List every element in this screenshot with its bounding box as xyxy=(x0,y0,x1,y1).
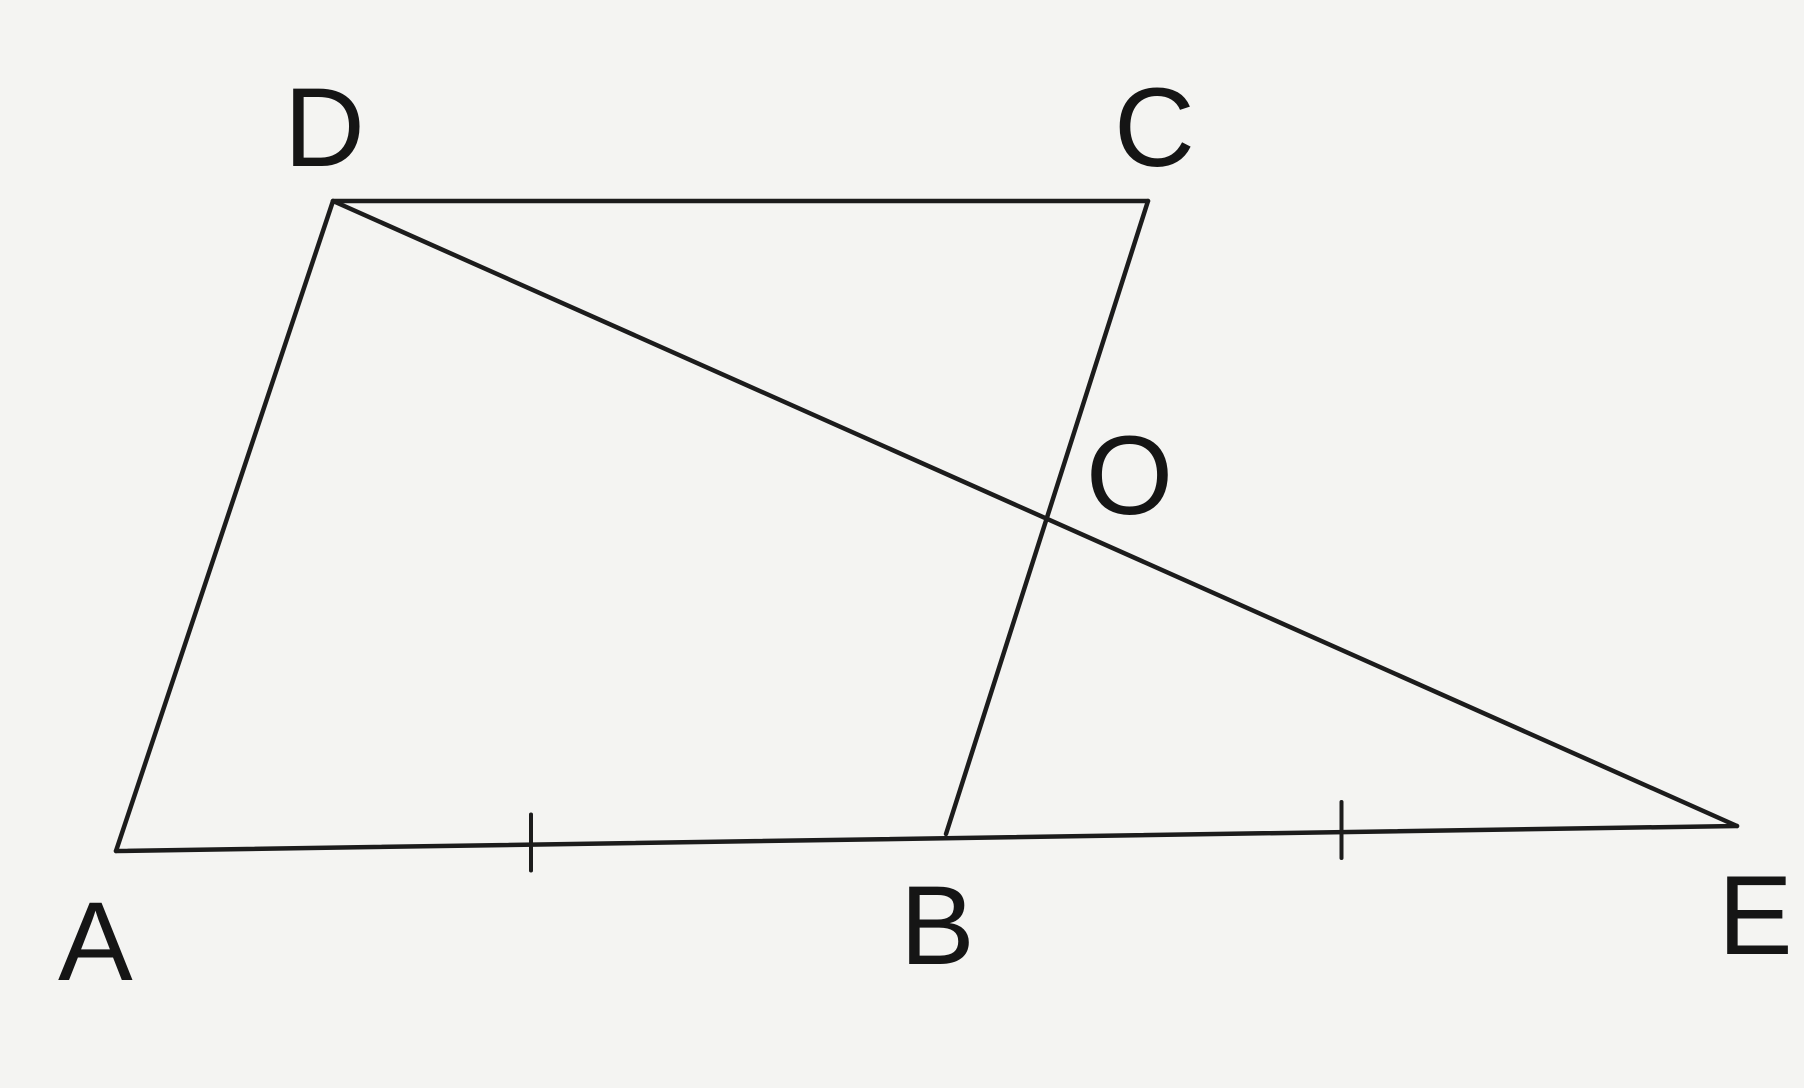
segment-AD xyxy=(113,198,336,854)
label-C: C xyxy=(1114,65,1195,190)
equal-marks-group xyxy=(529,800,1344,873)
label-B: B xyxy=(900,863,975,988)
label-D: D xyxy=(284,65,365,190)
label-A: A xyxy=(58,879,133,1004)
label-E: E xyxy=(1718,853,1793,978)
segment-DE xyxy=(330,198,1740,829)
segment-AE xyxy=(113,823,1740,854)
label-O: O xyxy=(1086,413,1173,538)
segments-group xyxy=(113,198,1740,854)
labels-group: D C O A B E xyxy=(58,65,1793,1004)
